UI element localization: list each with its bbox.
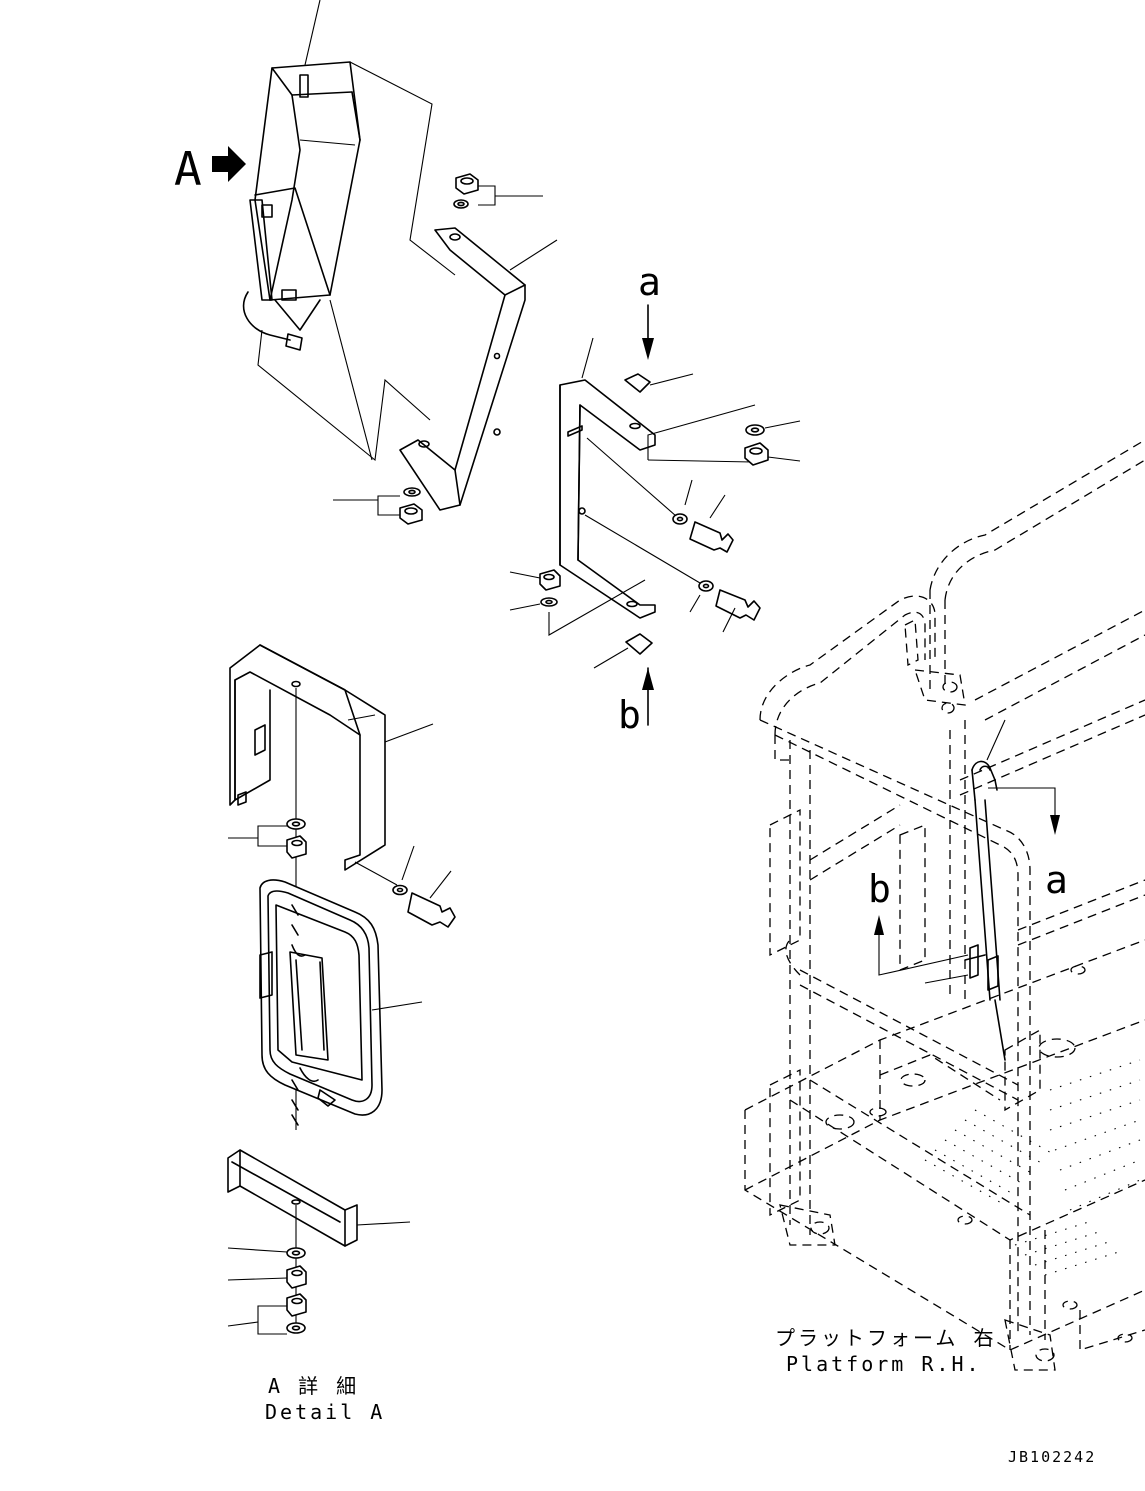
detail-a-lower-bracket — [227, 1149, 411, 1330]
arrow-a-platform-label: a — [1045, 858, 1068, 902]
perforation-dots — [924, 1059, 1141, 1276]
platform-frame — [744, 808, 1145, 1351]
nut-washer-bracket-bottom — [333, 487, 423, 525]
bolt-washer-mid — [586, 437, 734, 553]
drawing-number: JB102242 — [1008, 1448, 1096, 1466]
nut-washer-top — [453, 173, 543, 209]
nut-washer-small-bracket — [509, 569, 646, 636]
handrail — [759, 439, 1145, 1371]
arrow-down-icon — [1050, 815, 1060, 835]
u-bracket-large — [399, 227, 558, 511]
arrow-down-icon — [642, 338, 654, 360]
bolt-washer-lower — [584, 514, 761, 633]
arrow-up-icon — [642, 668, 654, 690]
mirror-stay-on-handrail — [964, 719, 1006, 1061]
detail-caption-jp: A 詳 細 — [268, 1374, 359, 1398]
arrow-b-top-label: b — [618, 693, 641, 737]
platform-caption-jp: プラットフォーム 右 — [775, 1326, 996, 1350]
nut-washer-right — [647, 404, 801, 466]
arrow-a-top-label: a — [638, 260, 661, 304]
detail-a-mirror — [259, 879, 423, 1126]
reference-arrow-a-platform: a — [988, 787, 1068, 902]
assembly-leader-lines — [257, 0, 456, 462]
u-bracket-small — [559, 337, 656, 619]
clip-bottom — [593, 633, 653, 669]
view-a-label: A — [174, 142, 202, 196]
arrow-up-icon — [874, 915, 884, 935]
thick-arrow-icon — [212, 146, 246, 182]
mirror-box-assembly — [242, 61, 361, 351]
detail-caption-en: Detail A — [265, 1400, 385, 1424]
arrow-b-platform-label: b — [868, 867, 891, 911]
view-a-arrow: A — [174, 142, 246, 196]
reference-arrow-b-platform: b — [868, 867, 969, 984]
detail-a-caption: A 詳 細 Detail A — [265, 1374, 385, 1424]
detail-a-hardware-bottom — [227, 1247, 307, 1335]
platform-caption: プラットフォーム 右 Platform R.H. — [775, 1326, 996, 1376]
detail-a-cover — [229, 644, 434, 886]
reference-arrow-a-top: a — [638, 260, 661, 360]
reference-arrow-b-top: b — [618, 667, 654, 737]
platform-caption-en: Platform R.H. — [786, 1352, 982, 1376]
clip-top — [624, 373, 694, 393]
